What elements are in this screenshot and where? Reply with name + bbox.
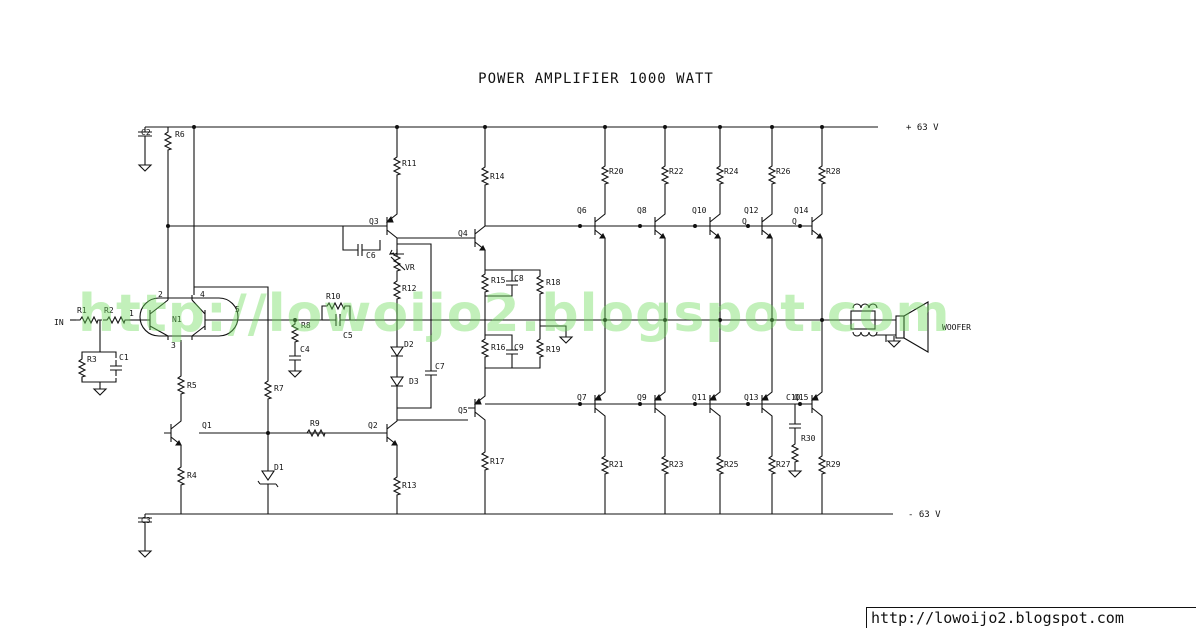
label-r29: R29 <box>826 460 841 469</box>
label-r15: R15 <box>491 276 506 285</box>
label-r27: R27 <box>776 460 791 469</box>
label-r4: R4 <box>187 471 197 480</box>
footer-url[interactable]: http://lowoijo2.blogspot.com <box>866 607 1196 628</box>
label-r28: R28 <box>826 167 841 176</box>
resistor-r6 <box>164 127 172 295</box>
label-q10: Q10 <box>692 206 707 215</box>
diagram-title: POWER AMPLIFIER 1000 WATT <box>478 71 714 87</box>
label-q7: Q7 <box>577 393 587 402</box>
label-q12: Q12 <box>744 206 759 215</box>
label-q15: Q15 <box>794 393 809 402</box>
label-c9: C9 <box>514 343 524 352</box>
transistor-pair-n1 <box>139 295 239 340</box>
label-q-a: Q <box>742 217 747 226</box>
label-r13: R13 <box>402 481 417 490</box>
label-c8: C8 <box>514 274 524 283</box>
label-r19: R19 <box>546 345 561 354</box>
label-r1: R1 <box>77 306 87 315</box>
output-column-1 <box>587 125 609 514</box>
label-c3: C3 <box>141 516 151 525</box>
output-coil <box>850 303 901 348</box>
label-q5: Q5 <box>458 406 468 415</box>
label-r17: R17 <box>490 457 505 466</box>
label-r12: R12 <box>402 284 417 293</box>
label-r9: R9 <box>310 419 320 428</box>
label-c7: C7 <box>435 362 445 371</box>
label-r10: R10 <box>326 292 341 301</box>
positive-rail-label: + 63 V <box>906 123 939 133</box>
output-column-3 <box>702 125 724 514</box>
label-q9: Q9 <box>637 393 647 402</box>
label-r11: R11 <box>402 159 417 168</box>
label-r21: R21 <box>609 460 624 469</box>
label-r3: R3 <box>87 355 97 364</box>
label-q8: Q8 <box>637 206 647 215</box>
label-r24: R24 <box>724 167 739 176</box>
label-r6: R6 <box>175 130 185 139</box>
label-d2: D2 <box>404 340 414 349</box>
label-r8: R8 <box>301 321 311 330</box>
label-vr: VR <box>405 263 415 272</box>
label-q4: Q4 <box>458 229 468 238</box>
label-r5: R5 <box>187 381 197 390</box>
label-c6: C6 <box>366 251 376 260</box>
label-r18: R18 <box>546 278 561 287</box>
label-r22: R22 <box>669 167 684 176</box>
pin-3: 3 <box>171 341 176 350</box>
label-q1: Q1 <box>202 421 212 430</box>
label-r2: R2 <box>104 306 114 315</box>
woofer-speaker-icon <box>895 301 929 353</box>
label-d3: D3 <box>409 377 419 386</box>
label-c1: C1 <box>119 353 129 362</box>
label-r25: R25 <box>724 460 739 469</box>
label-r23: R23 <box>669 460 684 469</box>
label-r30: R30 <box>801 434 816 443</box>
label-q11: Q11 <box>692 393 707 402</box>
pin-1: 1 <box>129 309 134 318</box>
label-r14: R14 <box>490 172 505 181</box>
label-q14: Q14 <box>794 206 809 215</box>
output-column-4 <box>754 125 776 514</box>
label-d1: D1 <box>274 463 284 472</box>
resistor-r7 <box>194 286 272 462</box>
capacitor-c3 <box>138 514 152 558</box>
label-r26: R26 <box>776 167 791 176</box>
vas-stage <box>342 125 438 514</box>
label-c10: C10 <box>786 393 801 402</box>
output-column-5 <box>804 125 826 514</box>
pin-5: 5 <box>235 305 240 314</box>
label-n1: N1 <box>172 315 182 324</box>
output-column-2 <box>647 125 669 514</box>
label-r20: R20 <box>609 167 624 176</box>
label-q-b: Q <box>792 217 797 226</box>
c10-r30-branch <box>788 404 802 478</box>
label-q3: Q3 <box>369 217 379 226</box>
input-label: IN <box>54 318 64 327</box>
label-q2: Q2 <box>368 421 378 430</box>
woofer-label: WOOFER <box>942 323 971 332</box>
label-c2: C2 <box>141 128 151 137</box>
input-network <box>70 316 140 396</box>
pin-4: 4 <box>200 290 205 299</box>
tail-stage <box>163 340 185 514</box>
label-r16: R16 <box>491 343 506 352</box>
zener-d1 <box>257 462 279 514</box>
label-c5: C5 <box>343 331 353 340</box>
label-q13: Q13 <box>744 393 759 402</box>
capacitor-c2 <box>138 126 168 172</box>
feedback-network <box>232 302 875 378</box>
label-r7: R7 <box>274 384 284 393</box>
label-c4: C4 <box>300 345 310 354</box>
label-q6: Q6 <box>577 206 587 215</box>
negative-rail-label: - 63 V <box>908 510 941 520</box>
pin-2: 2 <box>158 290 163 299</box>
